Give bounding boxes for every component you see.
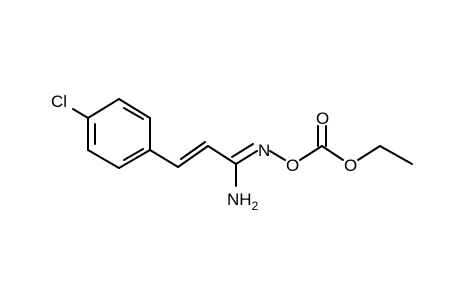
bond-cn-double-1 bbox=[235, 150, 258, 165]
atom-nh2-subscript: 2 bbox=[252, 199, 259, 213]
bond-cl bbox=[72, 108, 89, 119]
bond-ring-inner-1 bbox=[123, 107, 144, 120]
bond-ring-4 bbox=[118, 149, 151, 169]
atom-n-imine: N bbox=[258, 141, 270, 160]
atom-nh2-main: NH bbox=[227, 190, 252, 209]
bond-ch2-ch3 bbox=[379, 145, 413, 165]
bond-layer bbox=[72, 98, 413, 187]
atom-o-ether: O bbox=[286, 156, 299, 175]
bond-ring-vinyl bbox=[149, 149, 179, 168]
atom-o-ester: O bbox=[344, 156, 357, 175]
bond-ring-2 bbox=[118, 98, 151, 119]
bond-ring-inner-2 bbox=[123, 148, 144, 161]
bond-o-ch2 bbox=[357, 145, 381, 161]
atom-nh2: NH2 bbox=[227, 190, 259, 213]
bond-vinyl-amidine bbox=[207, 145, 237, 165]
bond-ring-5 bbox=[87, 149, 120, 169]
atom-label-layer: Cl N O O O NH2 bbox=[51, 92, 357, 213]
bond-cn-double-2 bbox=[231, 143, 254, 158]
atom-o-carbonyl: O bbox=[316, 109, 329, 128]
bond-vinyl-double-1 bbox=[177, 145, 209, 168]
atom-cl: Cl bbox=[51, 92, 67, 111]
bond-o-carbonyl-c bbox=[299, 145, 323, 161]
bond-ring-1 bbox=[87, 98, 120, 119]
bond-vinyl-double-2 bbox=[180, 141, 206, 160]
bond-c-o-ester bbox=[321, 145, 344, 161]
bond-n-o bbox=[269, 150, 286, 161]
